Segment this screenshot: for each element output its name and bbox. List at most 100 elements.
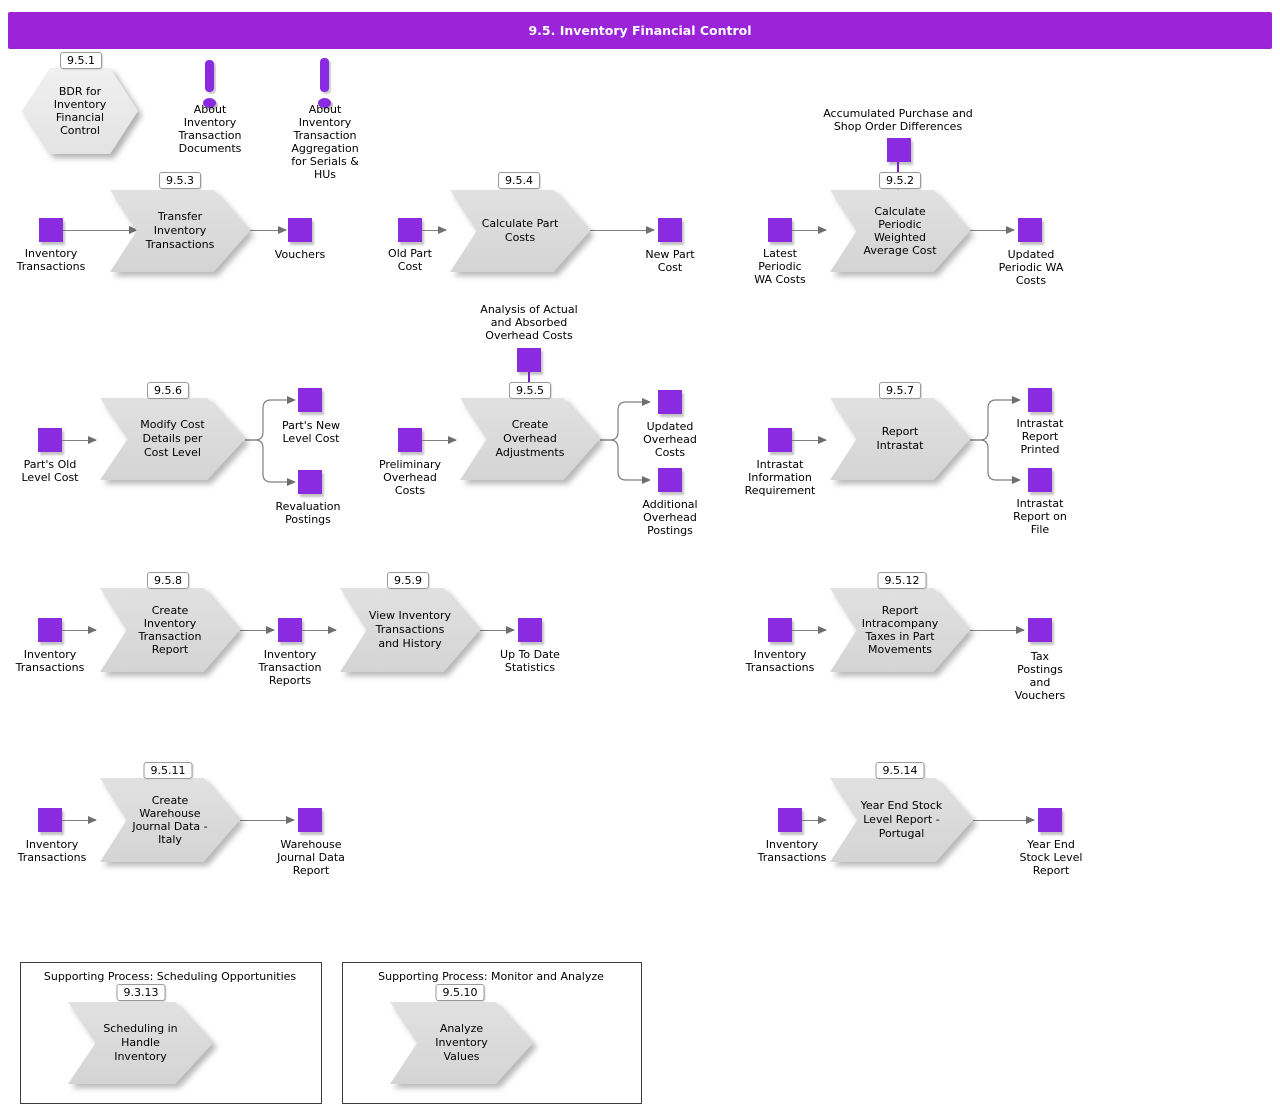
square-analysis-overhead-costs[interactable] xyxy=(517,348,541,372)
square-inventory-transactions[interactable] xyxy=(38,618,62,642)
badge-9-5-1: 9.5.1 xyxy=(60,52,102,69)
supporting-box-title: Supporting Process: Scheduling Opportuni… xyxy=(43,970,297,983)
arrow xyxy=(422,226,447,234)
process-calculate-part-costs[interactable]: Calculate Part Costs xyxy=(450,190,590,272)
square-vouchers[interactable] xyxy=(288,218,312,242)
label-updated-overhead-costs: Updated Overhead Costs xyxy=(643,420,697,459)
square-inventory-transactions[interactable] xyxy=(778,808,802,832)
arrow xyxy=(792,226,827,234)
process-create-warehouse-journal[interactable]: Create Warehouse Journal Data - Italy xyxy=(100,778,240,862)
square-year-end-stock-level-report[interactable] xyxy=(1038,808,1062,832)
process-transfer-inventory-transactions[interactable]: Transfer Inventory Transactions xyxy=(110,190,250,272)
label-new-part-cost: New Part Cost xyxy=(645,248,695,274)
branch-connector xyxy=(970,396,1021,484)
label-intrastat-information-requirement: Intrastat Information Requirement xyxy=(744,458,816,497)
square-parts-old-level-cost[interactable] xyxy=(38,428,62,452)
label-vouchers: Vouchers xyxy=(274,248,326,261)
process-label: Report Intracompany Taxes in Part Moveme… xyxy=(861,604,939,656)
process-report-intrastat[interactable]: Report Intrastat xyxy=(830,398,970,480)
square-accumulated-purchase[interactable] xyxy=(887,138,911,162)
process-create-overhead-adjustments[interactable]: Create Overhead Adjustments xyxy=(460,398,600,480)
exclamation-dot-icon[interactable] xyxy=(318,98,331,108)
label-inventory-transactions: Inventory Transactions xyxy=(745,648,815,674)
badge-9-5-6: 9.5.6 xyxy=(147,382,189,399)
process-label: Modify Cost Details per Cost Level xyxy=(140,418,205,459)
process-label: Calculate Part Costs xyxy=(481,217,559,244)
branch-connector xyxy=(600,398,651,484)
arrow xyxy=(590,226,655,234)
process-label: View Inventory Transactions and History xyxy=(368,609,452,650)
badge-9-3-13: 9.3.13 xyxy=(116,984,166,1001)
badge-9-5-3: 9.5.3 xyxy=(159,172,201,189)
process-calculate-periodic-wa-cost[interactable]: Calculate Periodic Weighted Average Cost xyxy=(830,190,970,272)
badge-9-5-4: 9.5.4 xyxy=(498,172,540,189)
process-scheduling-in-handle-inventory[interactable]: Scheduling in Handle Inventory xyxy=(68,1002,213,1084)
badge-9-5-12: 9.5.12 xyxy=(877,572,927,589)
exclamation-dot-icon[interactable] xyxy=(203,98,216,108)
square-up-to-date-statistics[interactable] xyxy=(518,618,542,642)
arrow xyxy=(973,816,1035,824)
badge-9-5-14: 9.5.14 xyxy=(875,762,925,779)
square-revaluation-postings[interactable] xyxy=(298,470,322,494)
process-label: Create Inventory Transaction Report xyxy=(138,604,202,656)
arrow xyxy=(240,816,295,824)
process-modify-cost-details[interactable]: Modify Cost Details per Cost Level xyxy=(100,398,245,480)
square-preliminary-overhead-costs[interactable] xyxy=(398,428,422,452)
process-year-end-stock-level[interactable]: Year End Stock Level Report - Portugal xyxy=(830,778,973,862)
process-view-inventory-transactions[interactable]: View Inventory Transactions and History xyxy=(340,588,480,672)
process-label: Year End Stock Level Report - Portugal xyxy=(860,799,943,840)
page-title: 9.5. Inventory Financial Control xyxy=(528,23,752,38)
arrow xyxy=(63,226,138,234)
label-accumulated-purchase: Accumulated Purchase and Shop Order Diff… xyxy=(823,107,973,133)
process-report-intracompany-taxes[interactable]: Report Intracompany Taxes in Part Moveme… xyxy=(830,588,970,672)
square-intrastat-information-requirement[interactable] xyxy=(768,428,792,452)
arrow xyxy=(250,226,287,234)
label-inventory-transaction-reports: Inventory Transaction Reports xyxy=(258,648,322,687)
badge-9-5-8: 9.5.8 xyxy=(147,572,189,589)
process-label: Create Overhead Adjustments xyxy=(495,418,565,459)
exclamation-icon[interactable] xyxy=(320,58,329,92)
square-additional-overhead-postings[interactable] xyxy=(658,468,682,492)
label-warehouse-journal-data-report: Warehouse Journal Data Report xyxy=(277,838,345,877)
process-label: Create Warehouse Journal Data - Italy xyxy=(132,794,208,846)
square-inventory-transactions[interactable] xyxy=(39,218,63,242)
exclamation-icon[interactable] xyxy=(205,60,214,92)
label-inventory-transactions: Inventory Transactions xyxy=(17,838,87,864)
supporting-box-title: Supporting Process: Monitor and Analyze xyxy=(378,970,604,983)
note-about-inventory-transaction-documents: About Inventory Transaction Documents xyxy=(178,103,242,155)
arrow xyxy=(792,436,827,444)
label-year-end-stock-level-report: Year End Stock Level Report xyxy=(1019,838,1083,877)
square-intrastat-report-on-file[interactable] xyxy=(1028,468,1052,492)
label-latest-periodic-wa-costs: Latest Periodic WA Costs xyxy=(754,247,806,286)
process-label: Report Intrastat xyxy=(876,425,924,452)
process-analyze-inventory-values[interactable]: Analyze Inventory Values xyxy=(390,1002,533,1084)
badge-9-5-2: 9.5.2 xyxy=(879,172,921,189)
square-updated-overhead-costs[interactable] xyxy=(658,390,682,414)
process-label: Calculate Periodic Weighted Average Cost xyxy=(863,205,937,257)
square-latest-periodic-wa-costs[interactable] xyxy=(768,218,792,242)
square-updated-periodic-wa-costs[interactable] xyxy=(1018,218,1042,242)
square-inventory-transactions[interactable] xyxy=(38,808,62,832)
title-bar: 9.5. Inventory Financial Control xyxy=(8,12,1272,49)
badge-9-5-10: 9.5.10 xyxy=(435,984,485,1001)
label-updated-periodic-wa-costs: Updated Periodic WA Costs xyxy=(998,248,1064,287)
square-new-part-cost[interactable] xyxy=(658,218,682,242)
square-inventory-transactions[interactable] xyxy=(768,618,792,642)
label-tax-postings-and-vouchers: Tax Postings and Vouchers xyxy=(1014,650,1066,702)
arrow xyxy=(480,626,515,634)
arrow xyxy=(802,816,827,824)
bdr-hexagon[interactable]: BDR for Inventory Financial Control xyxy=(22,68,138,154)
square-inventory-transaction-reports[interactable] xyxy=(278,618,302,642)
process-create-inventory-transaction-report[interactable]: Create Inventory Transaction Report xyxy=(100,588,240,672)
arrow xyxy=(970,226,1015,234)
square-warehouse-journal-data-report[interactable] xyxy=(298,808,322,832)
square-intrastat-report-printed[interactable] xyxy=(1028,388,1052,412)
label-intrastat-report-printed: Intrastat Report Printed xyxy=(1016,417,1064,456)
badge-9-5-7: 9.5.7 xyxy=(879,382,921,399)
label-preliminary-overhead-costs: Preliminary Overhead Costs xyxy=(378,458,442,497)
badge-9-5-5: 9.5.5 xyxy=(509,382,551,399)
square-tax-postings-and-vouchers[interactable] xyxy=(1028,618,1052,642)
square-parts-new-level-cost[interactable] xyxy=(298,388,322,412)
square-old-part-cost[interactable] xyxy=(398,218,422,242)
badge-9-5-9: 9.5.9 xyxy=(387,572,429,589)
